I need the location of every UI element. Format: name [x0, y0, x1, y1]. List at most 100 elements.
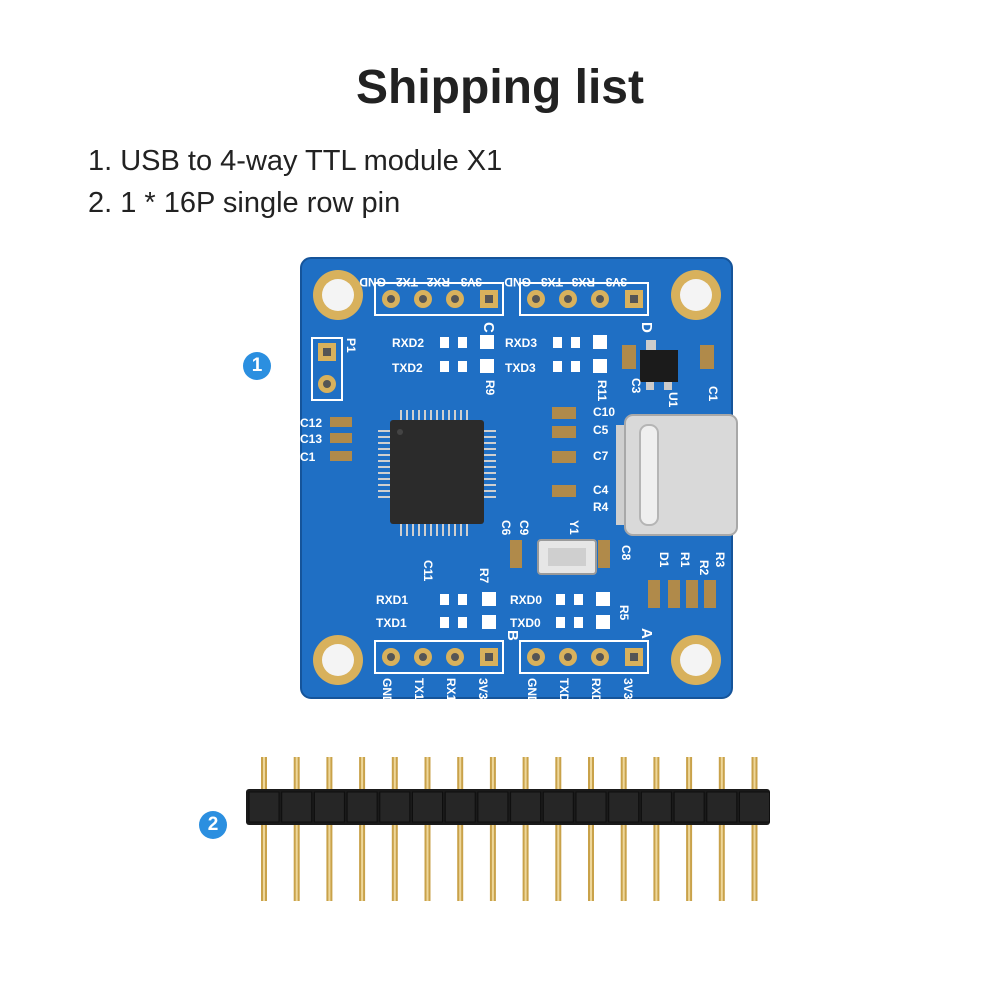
header-pin-highlight: [688, 757, 691, 901]
pin-label: GND: [504, 275, 531, 289]
header-block: [313, 791, 345, 823]
silk-label: TXD2: [392, 361, 423, 375]
silk-label: C1: [706, 386, 720, 402]
header-pin-highlight: [393, 757, 396, 901]
silk-label: C9: [517, 520, 531, 536]
connector-letter: D: [638, 322, 655, 333]
silk-label: R2: [697, 560, 711, 576]
item-badge-2: 2: [199, 811, 227, 839]
silk-label: R4: [593, 500, 609, 514]
mounting-hole: [671, 635, 721, 685]
header-pin-highlight: [557, 757, 560, 901]
header-pin-highlight: [753, 757, 756, 901]
pin-label: TXD: [557, 678, 571, 702]
header-pin-highlight: [590, 757, 592, 901]
header-block: [542, 791, 574, 823]
silk-label: C8: [619, 545, 633, 561]
silk-label: Y1: [567, 520, 581, 535]
connector-letter: B: [504, 630, 521, 641]
pin-label: RX2: [426, 275, 450, 289]
silk-label: C6: [499, 520, 513, 536]
jumper-p1: P1: [311, 337, 358, 401]
header-pin-highlight: [720, 757, 723, 901]
silk-label: R7: [477, 568, 491, 584]
silk-label: C3: [629, 378, 643, 394]
header-pins: [261, 757, 758, 901]
silk-label: C4: [593, 483, 609, 497]
connector-letter: C: [480, 322, 497, 333]
header-block: [510, 791, 542, 823]
header-block: [412, 791, 443, 823]
silk-label: TXD1: [376, 616, 407, 630]
header-block: [575, 791, 607, 823]
connector-letter: A: [638, 628, 655, 639]
connector-a: GND TXD RXD 3V3 A: [519, 628, 655, 705]
silk-label: P1: [344, 338, 358, 353]
pin-header-16p: [246, 757, 770, 901]
header-block: [379, 791, 411, 823]
header-pin-highlight: [459, 757, 462, 901]
connector-b: GND TX1 RX1 3V3 B: [374, 630, 521, 705]
header-pin-highlight: [524, 757, 527, 901]
mounting-hole: [313, 270, 363, 320]
mounting-hole: [671, 270, 721, 320]
header-block: [281, 791, 313, 823]
pin-label: TX1: [412, 678, 426, 700]
regulator-u1: C3 U1 C1: [622, 340, 720, 408]
silk-label: C1: [300, 450, 316, 464]
header-pin-highlight: [655, 757, 658, 901]
pin-label: RXD: [589, 678, 603, 704]
silk-label: R9: [483, 380, 497, 396]
silk-label: R3: [713, 552, 727, 568]
header-block: [346, 791, 378, 823]
item-badge-1: 1: [243, 352, 271, 380]
header-pin-highlight: [361, 757, 364, 901]
connector-c: GND TX2 RX2 3V3 C: [359, 275, 504, 333]
pin-label: RX3: [571, 275, 595, 289]
header-block: [444, 791, 476, 823]
pin-label: GND: [525, 678, 539, 705]
header-blocks: [248, 791, 770, 823]
silk-label: R5: [617, 605, 631, 621]
silk-label: U1: [666, 392, 680, 408]
pin-label: 3V3: [621, 678, 635, 700]
header-block: [739, 791, 770, 823]
silk-label: D1: [657, 552, 671, 568]
header-pin-highlight: [426, 757, 429, 901]
mounting-hole: [313, 635, 363, 685]
pin-label: 3V3: [605, 275, 627, 289]
silk-label: RXD3: [505, 336, 537, 350]
silk-label: C10: [593, 405, 615, 419]
header-pin-highlight: [263, 757, 265, 901]
pin-label: 3V3: [460, 275, 482, 289]
list-item: 1. USB to 4-way TTL module X1: [88, 145, 503, 177]
silk-label: R1: [678, 552, 692, 568]
header-block: [706, 791, 738, 823]
connector-d: GND TX3 RX3 3V3 D: [504, 275, 655, 333]
header-block: [248, 791, 280, 823]
silk-label: TXD3: [505, 361, 536, 375]
header-pin-highlight: [622, 757, 625, 901]
header-pin-highlight: [328, 757, 331, 901]
silk-label: R11: [595, 380, 609, 402]
header-pin-highlight: [491, 757, 494, 901]
page-title: Shipping list: [356, 61, 644, 114]
header-pin-highlight: [295, 757, 298, 901]
pin-label: GND: [359, 275, 386, 289]
silk-label: RXD1: [376, 593, 408, 607]
silk-label: C5: [593, 423, 609, 437]
silk-label: RXD0: [510, 593, 542, 607]
silk-label: C13: [300, 432, 322, 446]
header-block: [673, 791, 705, 823]
main-ic-chip: [378, 410, 496, 536]
pin-label: RX1: [444, 678, 458, 702]
header-block: [608, 791, 640, 823]
silk-label: C12: [300, 416, 322, 430]
pin-label: TX2: [396, 275, 418, 289]
list-item: 2. 1 * 16P single row pin: [88, 187, 401, 219]
silk-label: C7: [593, 449, 609, 463]
shipping-list: 1. USB to 4-way TTL module X1 2. 1 * 16P…: [88, 142, 502, 226]
usb-ttl-module-board: GND TX2 RX2 3V3 C GND TX3 RX3 3V3 D GN: [300, 257, 738, 705]
silk-label: C11: [421, 560, 435, 582]
